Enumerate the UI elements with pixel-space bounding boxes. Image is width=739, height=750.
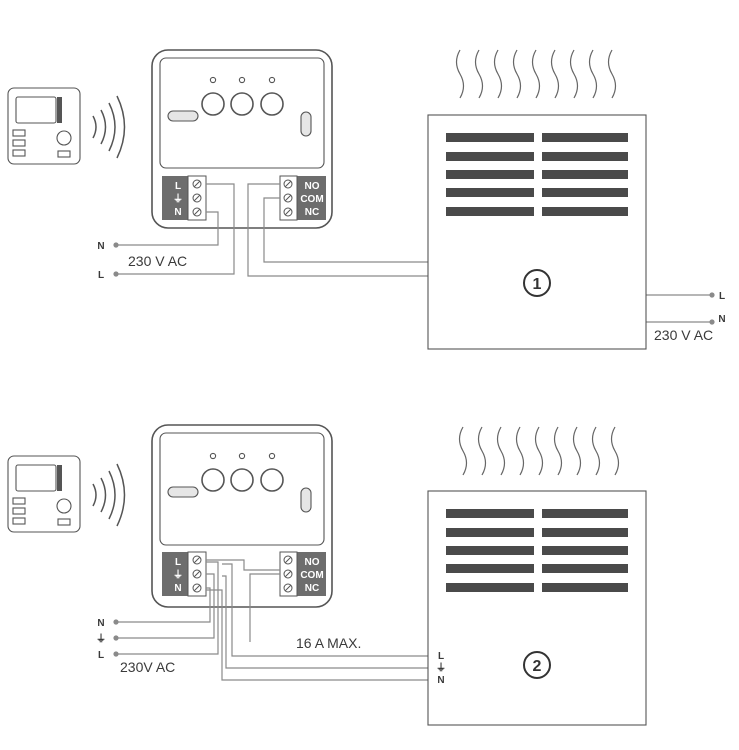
current-rating-label: 16 A MAX. [296, 635, 361, 651]
terminal-nc-label: NC [305, 207, 319, 218]
heater-l-label: L [719, 291, 725, 302]
terminal-earth-label: ⏚ [173, 193, 183, 205]
terminal-l-label: L [175, 181, 181, 192]
heater-voltage-label: 230 V AC [654, 327, 713, 343]
supply-n-label: N [97, 241, 104, 252]
diagram-2: L ⏚ N NO COM NC [7, 424, 647, 726]
supply-earth-label: ⏚ [96, 633, 106, 645]
relay-input-terminal-block: L ⏚ N [162, 551, 207, 597]
terminal-no-label: NO [305, 557, 320, 568]
terminal-earth-label: ⏚ [173, 569, 183, 581]
heat-waves-icon [458, 426, 620, 476]
heater-earth-label: ⏚ [436, 662, 446, 674]
supply-voltage-label: 230 V AC [128, 253, 187, 269]
heater-number-badge [523, 269, 551, 297]
relay-input-terminal-block: L ⏚ N [162, 175, 207, 221]
terminal-no-label: NO [305, 181, 320, 192]
heater-l-label: L [438, 651, 444, 662]
terminal-n-label: N [174, 583, 181, 594]
wireless-signal-icon [92, 463, 126, 527]
heater-unit: L ⏚ N 2 [427, 490, 647, 726]
terminal-screw-icon [192, 179, 202, 217]
heater-number-badge [523, 651, 551, 679]
terminal-com-label: COM [300, 194, 323, 205]
terminal-l-label: L [175, 557, 181, 568]
terminal-screw-icon [283, 179, 293, 217]
heater-number-label: 1 [533, 276, 542, 293]
heater-n-label: N [718, 314, 725, 325]
terminal-n-label: N [174, 207, 181, 218]
wireless-signal-icon [92, 95, 126, 159]
supply-l-label: L [98, 270, 104, 281]
terminal-com-label: COM [300, 570, 323, 581]
terminal-screw-icon [283, 555, 293, 593]
heater-number-label: 2 [533, 658, 542, 675]
terminal-screw-icon [192, 555, 202, 593]
supply-l-label: L [98, 650, 104, 661]
thermostat-remote-icon [7, 455, 81, 533]
terminal-nc-label: NC [305, 583, 319, 594]
heater-unit: 1 [427, 114, 647, 350]
wiring-lines [116, 559, 428, 681]
heater-n-label: N [437, 675, 444, 686]
thermostat-remote-icon [7, 87, 81, 165]
supply-voltage-label: 230V AC [120, 659, 175, 675]
heater-vent-icon [446, 509, 628, 592]
supply-n-label: N [97, 618, 104, 629]
relay-output-terminal-block: NO COM NC [279, 551, 326, 597]
supply-connectors [113, 242, 715, 325]
diagram-1: L ⏚ N NO COM NC [7, 49, 726, 350]
heat-waves-icon [455, 49, 617, 99]
relay-output-terminal-block: NO COM NC [279, 175, 326, 221]
heater-vent-icon [446, 133, 628, 216]
supply-connectors [113, 619, 119, 657]
wiring-lines [116, 183, 712, 323]
